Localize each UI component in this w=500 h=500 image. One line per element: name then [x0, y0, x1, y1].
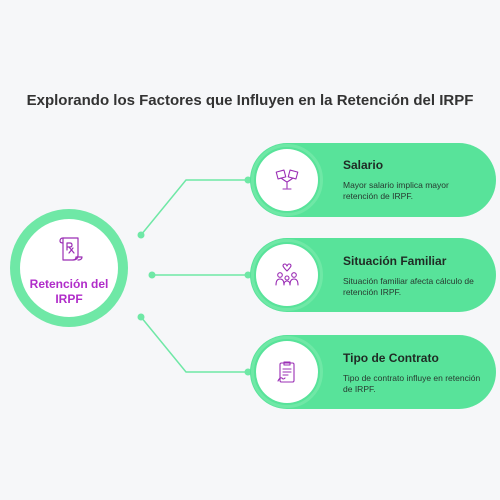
connector-tipo-contrato	[140, 316, 248, 373]
family-heart-icon	[275, 263, 299, 286]
signed-contract-icon	[277, 361, 295, 383]
connector-dot	[244, 368, 252, 376]
connector-dot	[137, 231, 145, 239]
connector-dot	[244, 271, 252, 279]
connector-salario	[140, 179, 248, 236]
factor-title-situacion-familiar: Situación Familiar	[343, 254, 447, 268]
factor-title-salario: Salario	[343, 158, 384, 172]
connector-dot	[244, 176, 252, 184]
factor-icon-circle	[256, 341, 318, 403]
diagram-title: Explorando los Factores que Influyen en …	[26, 92, 474, 109]
factor-title-tipo-contrato: Tipo de Contrato	[343, 351, 439, 365]
hub-label: Retención del IRPF	[29, 277, 109, 306]
factor-description-salario: Mayor salario implica mayor retención de…	[343, 180, 449, 201]
hub-inner-circle: Retención del IRPF	[20, 219, 118, 317]
hub-node: Retención del IRPF	[10, 209, 128, 327]
factor-icon-ring	[251, 336, 323, 408]
factor-icon-ring	[251, 239, 323, 311]
money-plant-icon	[275, 169, 299, 190]
factor-description-tipo-contrato: Tipo de contrato influye en retención de…	[343, 373, 481, 394]
factor-description-situacion-familiar: Situación familiar afecta cálculo de ret…	[343, 276, 474, 297]
connector-dot	[148, 271, 156, 279]
connector-dot	[137, 313, 145, 321]
factor-icon-circle	[256, 149, 318, 211]
prescription-document-icon	[59, 237, 83, 261]
factor-icon-circle	[256, 244, 318, 306]
factor-icon-ring	[251, 144, 323, 216]
